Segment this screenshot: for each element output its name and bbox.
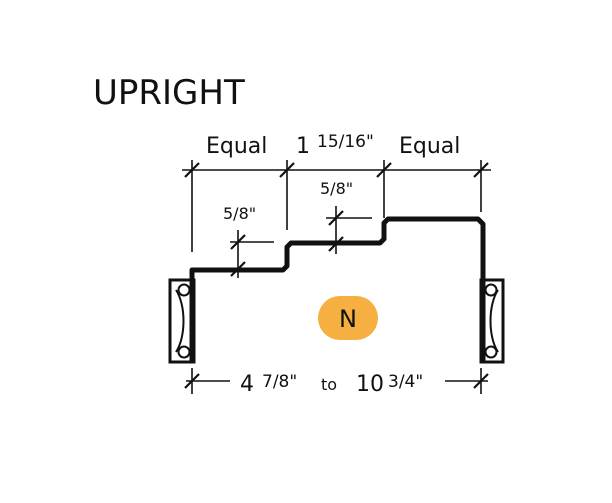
dim-step-right: 5/8" <box>320 179 353 198</box>
wall-post-left <box>168 278 196 364</box>
dim-max-fraction: 3/4" <box>388 372 423 392</box>
wall-post-right <box>479 278 505 364</box>
dim-min-whole: 4 <box>240 372 254 397</box>
bottom-dimension-line <box>184 368 489 394</box>
dim-center-whole: 1 <box>296 134 310 159</box>
dim-step-left: 5/8" <box>223 204 256 223</box>
dim-equal-right: Equal <box>399 134 460 159</box>
dim-equal-left: Equal <box>206 134 267 159</box>
step-dimension-right <box>326 206 372 254</box>
top-dimension-line <box>182 160 491 252</box>
upright-profile <box>189 216 486 363</box>
dim-max-whole: 10 <box>356 372 384 397</box>
dim-center-fraction: 15/16" <box>317 132 374 152</box>
model-badge-label: N <box>339 305 357 333</box>
dim-to: to <box>321 375 337 394</box>
model-badge <box>318 296 378 340</box>
diagram-title: UPRIGHT <box>93 73 245 113</box>
dim-min-fraction: 7/8" <box>262 372 297 392</box>
